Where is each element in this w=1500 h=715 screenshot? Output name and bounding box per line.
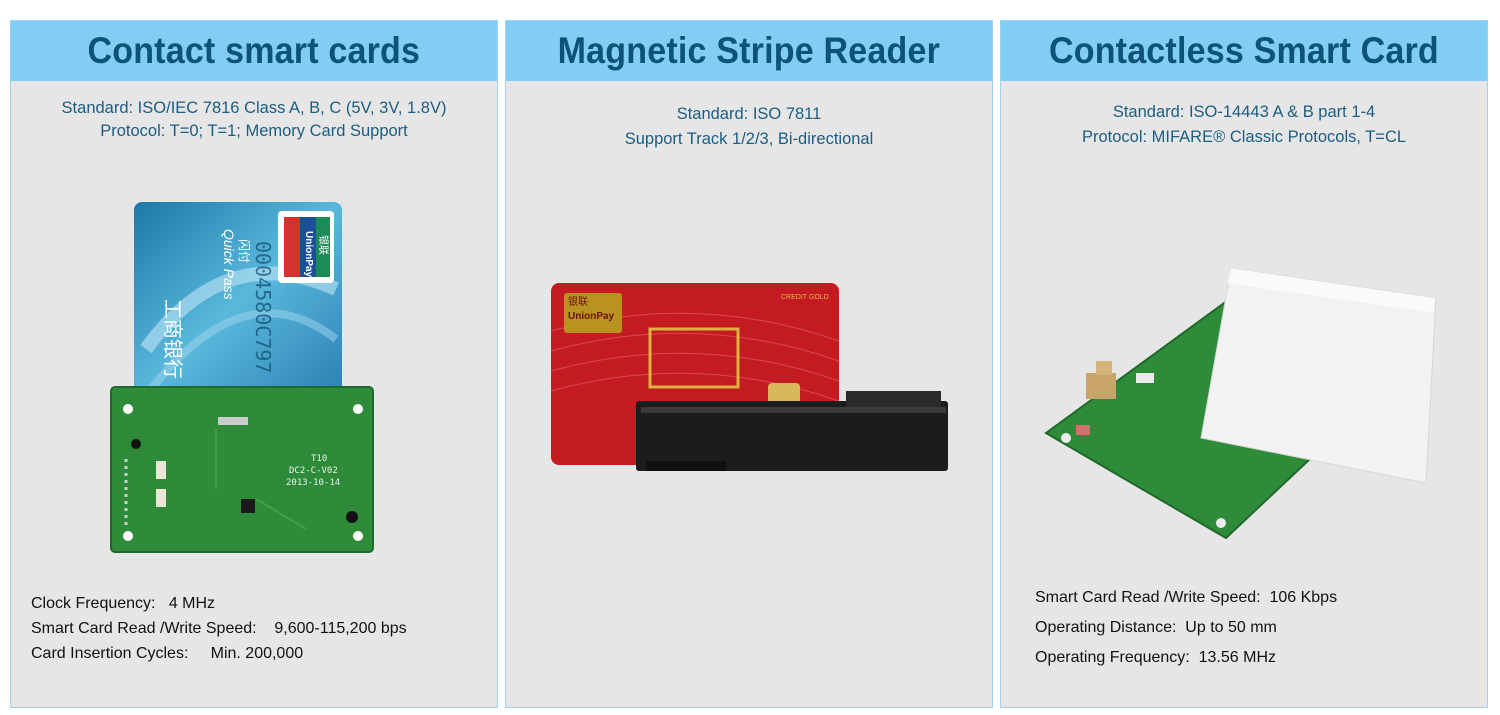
panel-contactless-smart-card: Contactless Smart Card Standard: ISO-144… xyxy=(1000,20,1488,708)
spec-item: Card Insertion Cycles: Min. 200,000 xyxy=(31,645,304,662)
card-brand: Quick Pass xyxy=(221,229,237,300)
panel-title: Magnetic Stripe Reader xyxy=(557,30,941,71)
spec-item: Operating Frequency: 13.56 MHz xyxy=(1035,649,1277,666)
card-brand-cn: 闪付 xyxy=(237,239,251,263)
contactless-reader-photo xyxy=(1044,267,1437,540)
panel-title: Contactless Smart Card xyxy=(1049,30,1439,71)
spec-item: Clock Frequency: 4 MHz xyxy=(31,595,216,612)
unionpay-logo xyxy=(564,293,622,333)
protocol-line: Protocol: T=0; T=1; Memory Card Support xyxy=(100,122,408,140)
panel-title: Contact smart cards xyxy=(87,30,421,71)
board-model: T10 xyxy=(311,454,327,464)
magstripe-reader-photo: UnionPay 银联 CREDIT GOLD xyxy=(550,283,948,471)
spec-item: Operating Distance: Up to 50 mm xyxy=(1035,619,1277,636)
spec-item: Smart Card Read /Write Speed: 9,600-115,… xyxy=(31,620,407,637)
card-network-cn: 银联 xyxy=(317,235,330,255)
spec-list: Smart Card Read /Write Speed: 106 Kbps O… xyxy=(1035,589,1337,679)
standard-line: Standard: ISO/IEC 7816 Class A, B, C (5V… xyxy=(61,99,447,117)
card-number: 0004580C797 xyxy=(251,241,275,373)
board-name: DC2-C-V02 xyxy=(289,466,338,476)
standard-line: Standard: ISO 7811 xyxy=(676,105,822,123)
spec-list: Clock Frequency: 4 MHz Smart Card Read /… xyxy=(31,595,407,670)
contact-reader-photo: UnionPay 银联 Quick Pass 闪付 0004580C797 工商… xyxy=(110,202,374,553)
support-line: Support Track 1/2/3, Bi-directional xyxy=(624,130,874,148)
card-network: UnionPay xyxy=(568,311,615,322)
panel-header: Contact smart cards xyxy=(11,21,497,81)
protocol-line: Protocol: MIFARE® Classic Protocols, T=C… xyxy=(1081,128,1407,146)
standard-line: Standard: ISO-14443 A & B part 1-4 xyxy=(1112,103,1376,121)
panel-contact-smart-cards: Contact smart cards Standard: ISO/IEC 78… xyxy=(10,20,498,708)
card-network-cn: 银联 xyxy=(568,295,588,308)
board-date: 2013-10-14 xyxy=(286,478,340,488)
spec-item: Smart Card Read /Write Speed: 106 Kbps xyxy=(1035,589,1338,606)
card-network: UnionPay xyxy=(303,231,314,278)
magstripe-reader-body xyxy=(636,401,948,471)
panel-header: Contactless Smart Card xyxy=(1001,21,1487,81)
card-bank: 工商银行 xyxy=(161,299,185,379)
standard-block: Standard: ISO-14443 A & B part 1-4 Proto… xyxy=(1001,103,1487,147)
standard-block: Standard: ISO/IEC 7816 Class A, B, C (5V… xyxy=(11,99,497,141)
panel-magnetic-stripe-reader: Magnetic Stripe Reader Standard: ISO 781… xyxy=(505,20,993,708)
standard-block: Standard: ISO 7811 Support Track 1/2/3, … xyxy=(506,105,992,149)
panel-header: Magnetic Stripe Reader xyxy=(506,21,992,81)
pcb-board xyxy=(111,387,373,552)
card-label: CREDIT GOLD xyxy=(781,294,829,301)
